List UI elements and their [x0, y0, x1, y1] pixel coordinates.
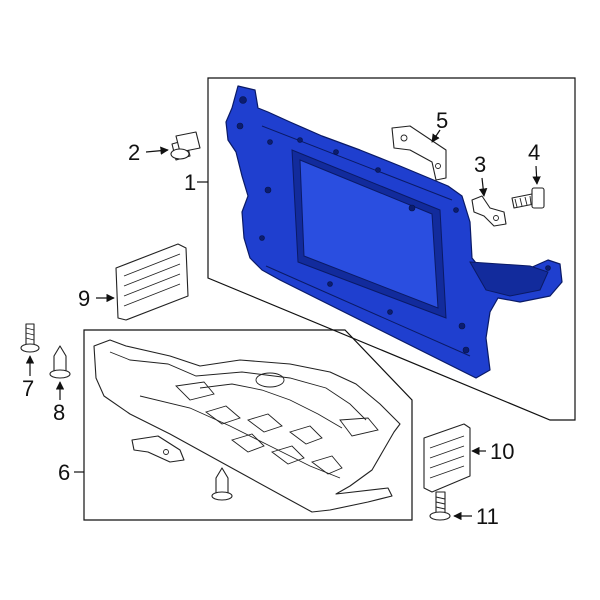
bolt-part-4[interactable]	[511, 187, 545, 209]
leader-line-5	[431, 129, 441, 143]
callout-8: 8	[53, 400, 65, 425]
leader-line-2	[145, 146, 169, 155]
callout-2: 2	[128, 140, 140, 165]
small-bracket-part[interactable]	[131, 435, 185, 463]
radiator-support-part[interactable]	[225, 85, 563, 379]
callout-6: 6	[58, 460, 70, 485]
callout-11: 11	[476, 504, 499, 529]
clip-part-8[interactable]	[49, 345, 71, 379]
group-box-radiator-support	[207, 77, 576, 421]
callout-3: 3	[474, 152, 486, 177]
clip-part-2[interactable]	[170, 131, 201, 161]
callout-5: 5	[436, 108, 448, 133]
bolt-part-11[interactable]	[429, 491, 451, 521]
group-box-under-cover	[83, 329, 413, 521]
bracket-part-5[interactable]	[391, 125, 447, 181]
leader-line-3	[478, 177, 488, 197]
under-cover-part-6[interactable]	[93, 339, 401, 513]
callout-10: 10	[490, 439, 514, 464]
leader-line-4	[532, 165, 541, 185]
callout-9: 9	[78, 286, 90, 311]
air-guide-part-10[interactable]	[423, 423, 471, 493]
bolt-part-7[interactable]	[20, 323, 40, 353]
clip-in-under-cover[interactable]	[211, 467, 233, 501]
callout-4: 4	[528, 140, 540, 165]
callout-7: 7	[22, 376, 34, 401]
air-guide-part-9[interactable]	[115, 243, 189, 321]
callout-1: 1	[184, 170, 196, 195]
bracket-part-3[interactable]	[471, 195, 507, 227]
